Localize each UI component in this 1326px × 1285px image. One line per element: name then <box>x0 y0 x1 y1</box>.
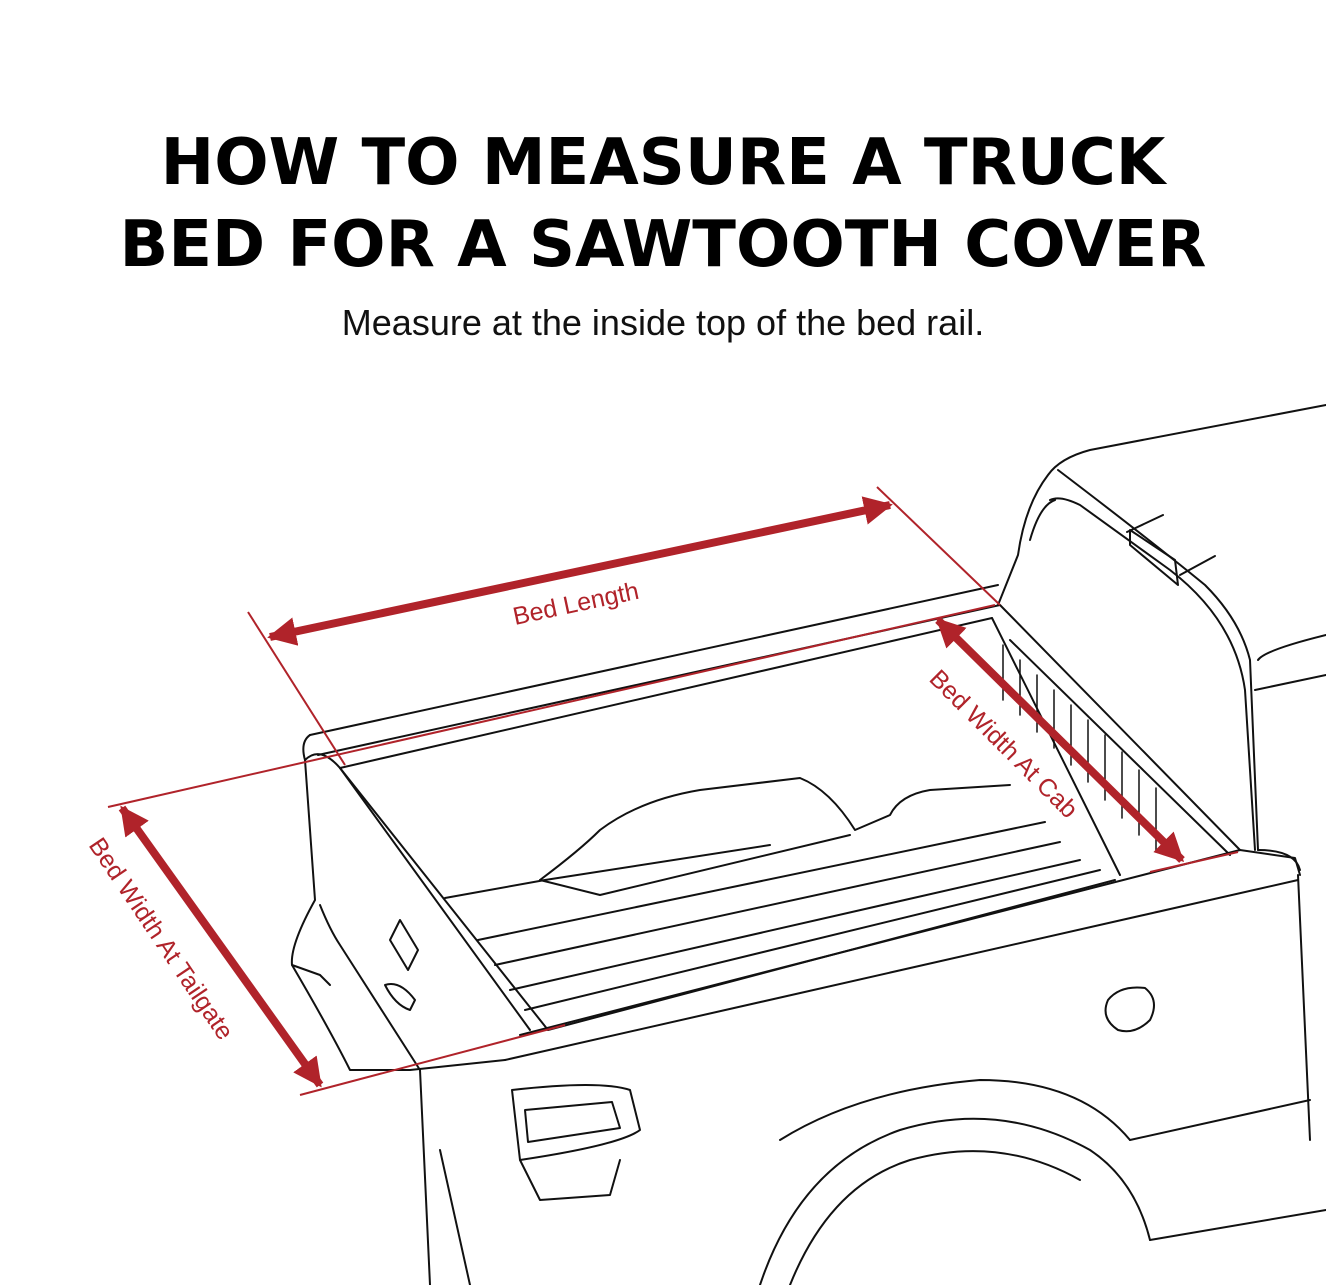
title-line-2: BED FOR A SAWTOOTH COVER <box>119 208 1207 282</box>
guide-cab-end <box>876 486 1001 606</box>
bed-width-tailgate-arrow <box>118 805 324 1088</box>
guide-cab-bottom <box>1149 851 1239 873</box>
page-title: HOW TO MEASURE A TRUCK BED FOR A SAWTOOT… <box>0 122 1326 286</box>
bed-length-arrow <box>267 496 893 646</box>
guide-tailgate-end <box>247 611 346 766</box>
subtitle: Measure at the inside top of the bed rai… <box>341 302 985 343</box>
measurement-arrows <box>118 496 1185 1088</box>
guide-tailgate-bottom <box>299 1024 566 1096</box>
title-line-1: HOW TO MEASURE A TRUCK <box>160 126 1166 200</box>
bed-width-cab-arrow <box>935 617 1185 863</box>
guide-tailgate-top <box>107 604 996 808</box>
